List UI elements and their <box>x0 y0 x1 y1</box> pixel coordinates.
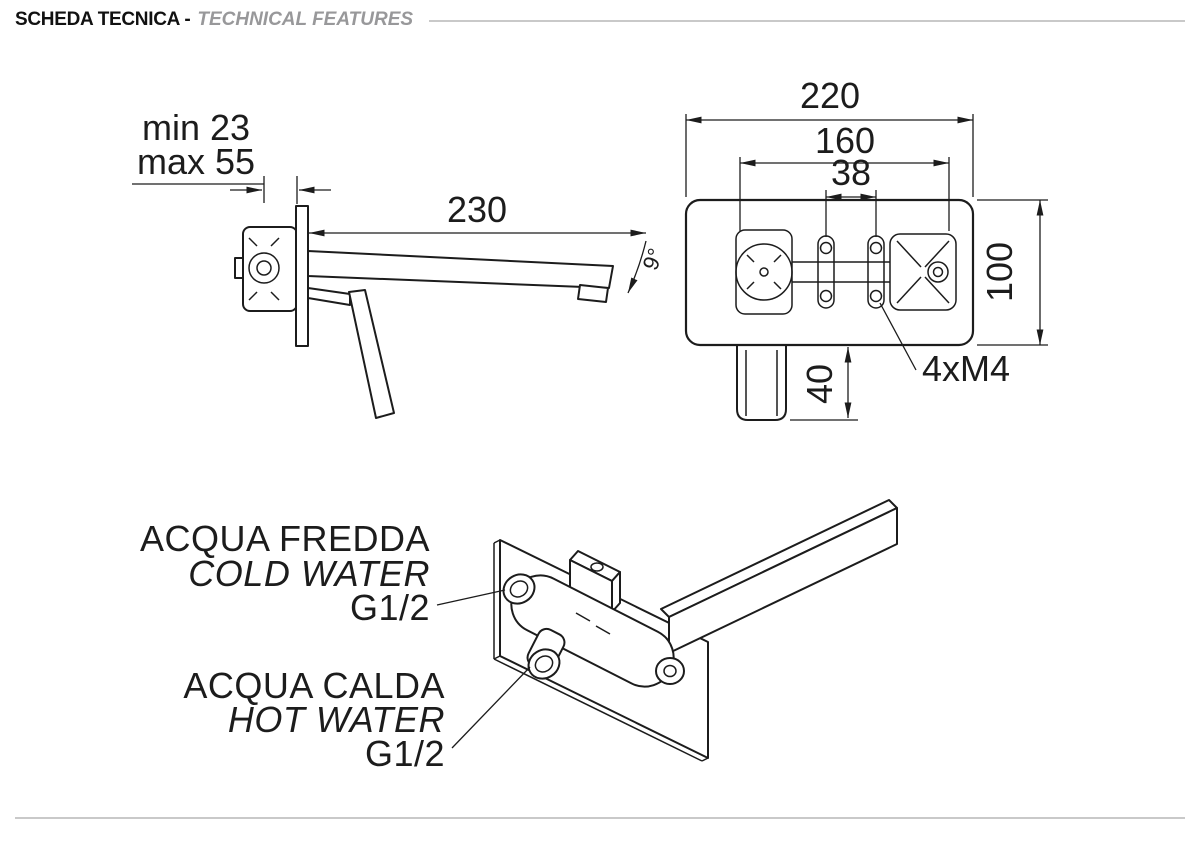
dim-spout-angle-label: 9° <box>638 245 669 274</box>
screws-label: 4xM4 <box>922 348 1010 389</box>
spout-angle-arc <box>627 240 647 294</box>
cold-water-label-english: COLD WATER <box>188 553 430 594</box>
side-view: min 23 max 55 230 9° <box>132 107 669 419</box>
bracket-screw <box>590 562 604 572</box>
front-view-drawing <box>684 198 975 421</box>
dim-min-depth-label: min 23 <box>142 107 250 148</box>
dim-supply-offset: 40 <box>790 347 858 421</box>
mounting-bracket-side <box>611 571 621 613</box>
screw-hole <box>819 241 833 255</box>
footer-rule <box>15 817 1185 819</box>
header-rule <box>429 19 1185 22</box>
screw-hole <box>819 289 833 303</box>
lever-stem <box>307 287 351 306</box>
dim-screw-spacing: 38 <box>825 152 877 237</box>
dim-max-depth-label: max 55 <box>137 141 255 182</box>
dim-centers-width-label: 160 <box>815 120 875 161</box>
dim-centers-width: 160 <box>739 120 950 231</box>
screws-callout: 4xM4 <box>879 302 1010 389</box>
dim-wall-depth: min 23 max 55 <box>132 107 331 204</box>
front-view: 220 160 38 100 <box>684 75 1048 421</box>
hot-water-inlet <box>527 648 561 680</box>
cold-water-thread-label: G1/2 <box>350 587 430 628</box>
side-view-drawing <box>234 205 614 419</box>
cold-water-leader-line <box>436 589 506 606</box>
hot-water-thread-label: G1/2 <box>365 733 445 774</box>
header: SCHEDA TECNICA - TECHNICAL FEATURES <box>15 10 1185 29</box>
aerator <box>577 284 609 303</box>
cold-water-label-italian: ACQUA FREDDA <box>140 518 430 559</box>
valve-axis-outer <box>248 252 280 284</box>
dim-overall-width-label: 220 <box>800 75 860 116</box>
spout-escutcheon <box>889 233 957 311</box>
iso-spout-front <box>668 507 898 654</box>
mixer-hub <box>735 243 793 301</box>
body-outlet <box>655 657 685 685</box>
wall-plate-front <box>684 198 975 347</box>
iso-drawing <box>493 499 898 762</box>
valve-axis-inner <box>256 260 272 276</box>
hot-water-label-english: HOT WATER <box>228 699 445 740</box>
hot-water-leader-line <box>451 666 531 749</box>
dim-spout-length-label: 230 <box>447 189 507 230</box>
cold-water-inlet <box>502 573 536 605</box>
dim-plate-height-label: 100 <box>979 242 1020 302</box>
header-title-italian: SCHEDA TECNICA - <box>15 9 191 30</box>
hot-water-label-italian: ACQUA CALDA <box>183 665 445 706</box>
screw-hole <box>869 289 883 303</box>
spout-side <box>307 250 614 289</box>
screw-hole <box>869 241 883 255</box>
lever-handle <box>348 289 395 419</box>
wall-plate-side <box>295 205 309 347</box>
screws-leader-line <box>879 302 917 371</box>
dim-overall-width: 220 <box>685 75 974 197</box>
cold-water-callout: ACQUA FREDDA COLD WATER G1/2 <box>140 518 506 628</box>
dim-plate-height: 100 <box>977 199 1048 346</box>
header-title-english: TECHNICAL FEATURES <box>197 9 414 30</box>
dim-screw-spacing-label: 38 <box>831 152 871 193</box>
dim-supply-offset-label: 40 <box>799 364 840 404</box>
spout-outlet <box>927 261 949 283</box>
iso-view: ACQUA FREDDA COLD WATER G1/2 ACQUA CALDA… <box>140 499 898 774</box>
supply-pipe <box>736 339 787 421</box>
hot-water-callout: ACQUA CALDA HOT WATER G1/2 <box>183 665 531 774</box>
